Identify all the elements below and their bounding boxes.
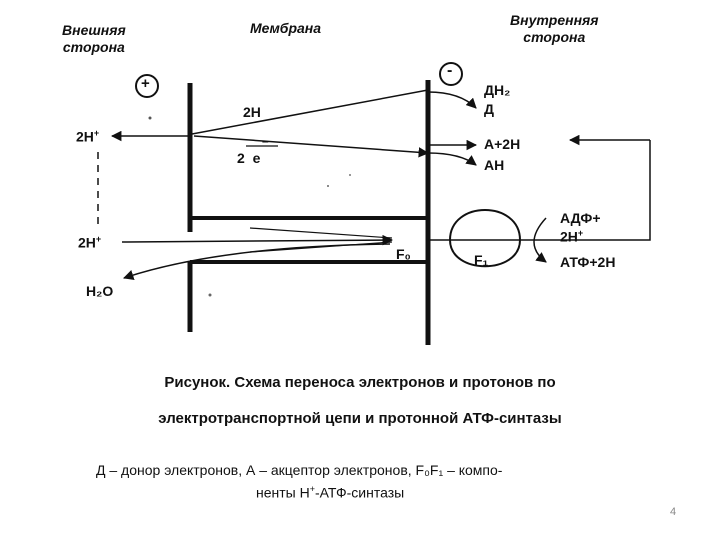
scan-speck — [208, 293, 212, 297]
header-outer-line1: Внешняя — [62, 22, 126, 38]
caption-line1: Рисунок. Схема переноса электронов и про… — [164, 374, 556, 391]
water-label: H₂O — [86, 283, 114, 299]
two-e-label: 2 e — [237, 150, 261, 166]
scan-speck — [327, 185, 329, 187]
header-inner-side: Внутренняя сторона — [510, 12, 599, 46]
f0-label: F₀ — [396, 246, 411, 262]
water-formation-arrow — [123, 243, 391, 280]
header-outer-line2: сторона — [62, 39, 125, 55]
legend-line1: Д – донор электронов, А – акцептор элект… — [96, 462, 503, 478]
ah-label: АН — [484, 157, 505, 173]
header-inner-line2: сторона — [523, 29, 586, 45]
positive-charge-circle — [135, 74, 159, 98]
charge-plus: + — [141, 75, 150, 92]
proton-channel-line — [249, 227, 393, 239]
arrow-dh2-to-membrane — [191, 89, 429, 135]
header-membrane: Мембрана — [250, 20, 322, 36]
header-outer-side: Внешняя сторона — [62, 22, 126, 56]
proton-top-label: 2H+ — [76, 128, 100, 145]
charge-minus: - — [447, 62, 453, 79]
f1-label: F₁ — [474, 252, 489, 268]
arrow-membrane-to-a — [193, 135, 430, 158]
adp-label: АДФ+ — [560, 210, 601, 226]
header-inner-line1: Внутренняя — [510, 12, 599, 28]
scan-speck — [148, 116, 152, 120]
dh2-label: ДН₂ — [484, 82, 511, 98]
negative-charge-circle — [439, 62, 463, 86]
arrow-dh2-to-d — [427, 91, 477, 109]
proton-inflow-arrow — [121, 234, 394, 246]
arrow-a2h-to-ah — [427, 152, 477, 166]
proton-bottom-label: 2H+ — [78, 234, 102, 251]
adp-to-atp-arrow — [533, 217, 547, 263]
scan-speck — [349, 174, 351, 176]
adp-proton-label: 2H+ — [560, 228, 584, 245]
electron-bar: – — [262, 134, 269, 148]
legend-line2: ненты Н+-АТФ-синтазы — [256, 484, 405, 501]
a2h-label: А+2Н — [484, 136, 521, 152]
d-label: Д — [484, 101, 494, 117]
feedback-loop — [548, 140, 651, 241]
atp-label: АТФ+2Н — [560, 254, 616, 270]
page-number: 4 — [670, 506, 677, 518]
caption-line2: электротранспортной цепи и протонной АТФ… — [158, 410, 562, 427]
two-h-label: 2H — [243, 104, 261, 120]
